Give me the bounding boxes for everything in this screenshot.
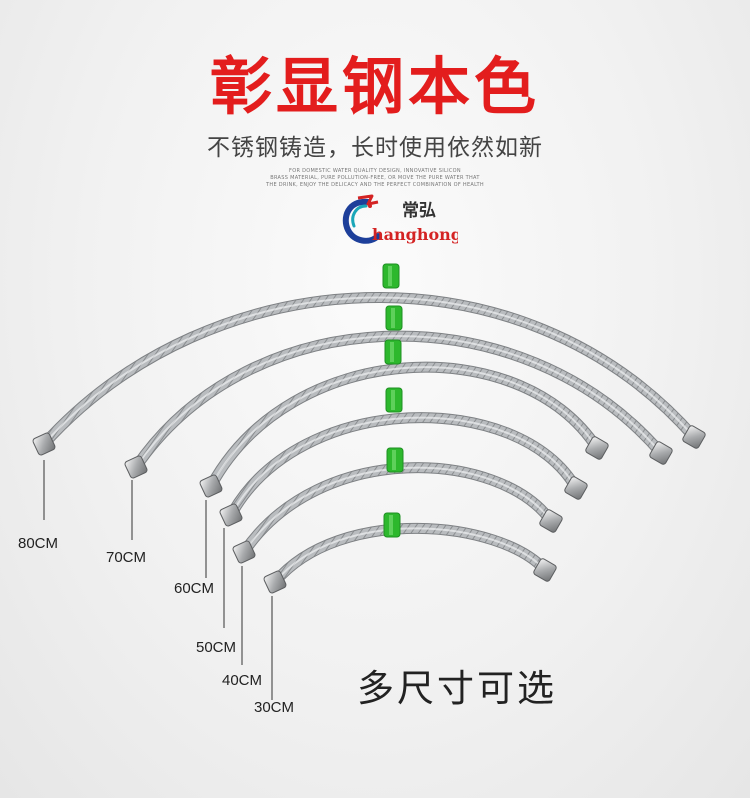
size-label-80cm: 80CM: [18, 535, 58, 552]
brand-latin: hanghong: [372, 225, 458, 244]
english-tagline-line-1: FOR DOMESTIC WATER QUALITY DESIGN, INNOV…: [289, 168, 461, 174]
hex-nut-icon: [533, 558, 557, 582]
hose-60cm: [199, 339, 609, 498]
hex-nut-icon: [124, 455, 148, 479]
size-label-60cm: 60CM: [174, 580, 214, 597]
hex-nut-icon: [232, 540, 256, 564]
hex-nut-icon: [585, 436, 609, 460]
hex-nut-icon: [199, 474, 223, 498]
hose-30cm: [263, 512, 557, 594]
hex-nut-icon: [32, 432, 56, 456]
size-label-30cm: 30CM: [254, 699, 294, 716]
sizes-caption: 多尺寸可选: [357, 667, 557, 710]
subline: 不锈钢铸造，长时使用依然如新: [207, 135, 543, 161]
english-tagline-line-2: BRASS MATERIAL, PURE POLLUTION-FREE, OR …: [270, 175, 480, 181]
brand-chinese: 常弘: [402, 200, 436, 221]
hex-nut-icon: [539, 509, 563, 533]
hex-nut-icon: [649, 441, 673, 465]
hex-nut-icon: [682, 425, 706, 449]
hex-nut-icon: [564, 476, 588, 500]
hose-50cm: [219, 387, 588, 527]
hex-nut-icon: [263, 570, 287, 594]
hose-80cm: [32, 263, 706, 456]
headline: 彰显钢本色: [209, 50, 540, 123]
size-label-40cm: 40CM: [222, 672, 262, 689]
hose-40cm: [232, 447, 563, 564]
hose-70cm: [124, 305, 673, 479]
english-tagline-line-3: THE DRINK, ENJOY THE DELICACY AND THE PE…: [266, 182, 484, 188]
size-label-70cm: 70CM: [106, 549, 146, 566]
brand-logo: 常弘 hanghong: [342, 194, 458, 244]
size-label-50cm: 50CM: [196, 639, 236, 656]
hex-nut-icon: [219, 503, 243, 527]
